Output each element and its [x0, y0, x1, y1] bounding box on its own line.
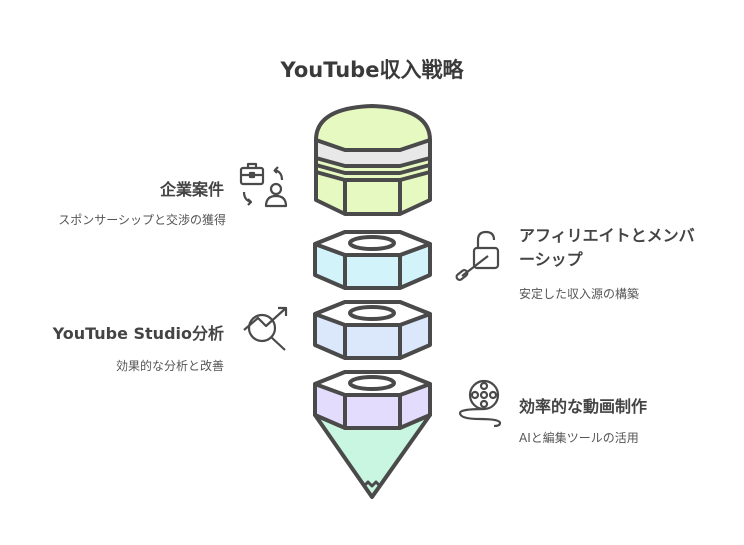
heading-production: 効率的な動画制作 [519, 397, 648, 416]
pencil-segment-affiliate [313, 230, 432, 290]
desc-production: AIと編集ツールの活用 [519, 431, 639, 445]
briefcase-person-exchange-icon [239, 162, 288, 208]
desc-affiliate: 安定した収入源の構築 [519, 287, 640, 301]
film-reel-icon [458, 379, 502, 428]
desc-sponsorship: スポンサーシップと交渉の獲得 [58, 213, 226, 227]
desc-studio: 効果的な分析と改善 [115, 359, 224, 373]
pencil-segment-production [313, 370, 432, 499]
page-title: YouTube収入戦略 [280, 58, 464, 82]
heading-studio: YouTube Studio分析 [52, 324, 224, 343]
pencil-segment-studio [313, 300, 432, 360]
analytics-search-icon [243, 306, 288, 351]
unlock-key-icon [455, 230, 500, 281]
heading-affiliate: アフィリエイトとメンバーシップ [519, 226, 695, 269]
pencil-eraser [314, 104, 432, 216]
heading-sponsorship: 企業案件 [159, 180, 224, 199]
